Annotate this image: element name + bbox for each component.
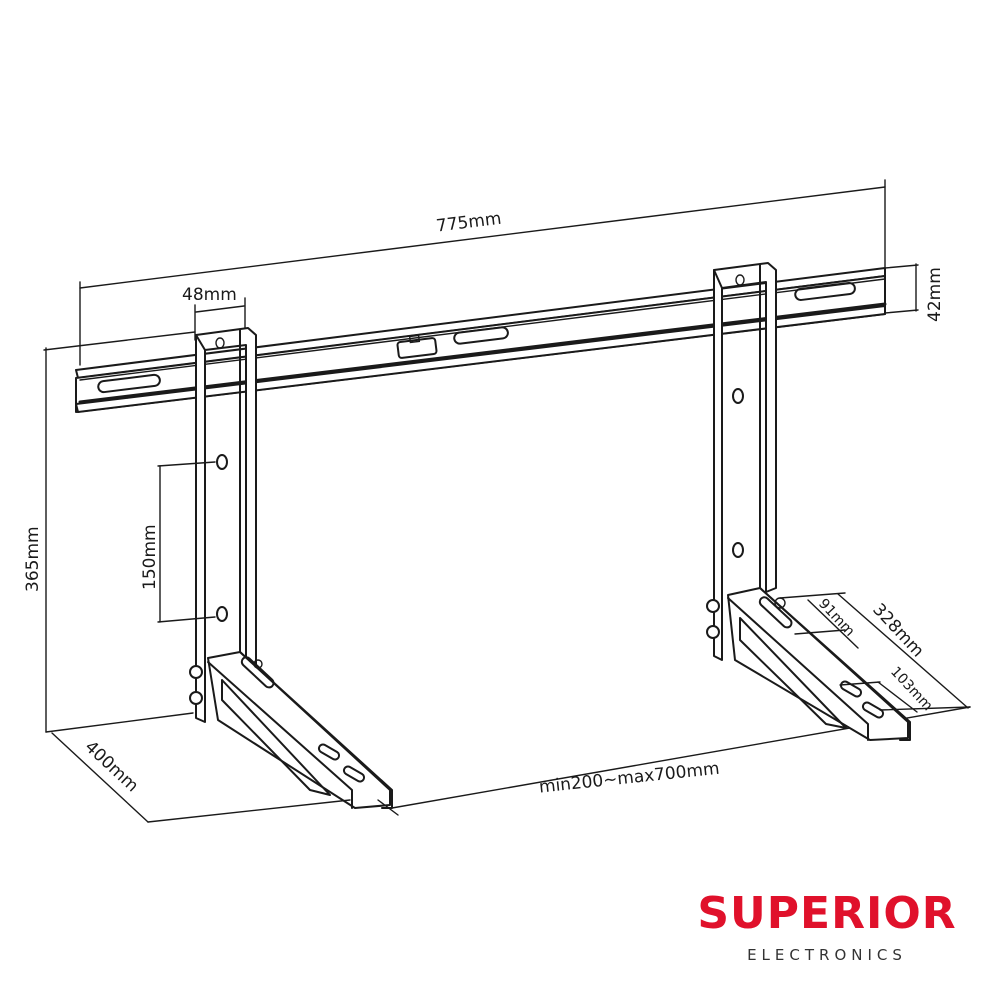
dimension-total-height: 365mm [23, 331, 196, 733]
dim-label-91: 91mm [815, 596, 857, 640]
dim-label-spacing: min200~max700mm [538, 759, 720, 798]
brand-logo: SUPERIOR ELECTRONICS [682, 888, 972, 965]
left-bracket-shelf [189, 651, 393, 809]
dim-label-48: 48mm [182, 285, 237, 305]
brand-name: SUPERIOR [697, 888, 957, 939]
dimension-arm-width: 48mm [182, 285, 246, 341]
wall-rail [75, 267, 887, 413]
dim-label-775: 775mm [435, 209, 503, 237]
dim-label-42: 42mm [925, 267, 945, 322]
dimension-hole-spacing: 150mm [140, 461, 216, 623]
right-bracket-arm [713, 262, 777, 661]
dim-label-328: 328mm [868, 600, 927, 662]
dim-label-365: 365mm [23, 526, 43, 592]
dim-label-103: 103mm [887, 664, 936, 714]
left-bracket-arm [195, 327, 257, 723]
dimension-rail-height: 42mm [884, 263, 945, 322]
right-bracket-shelf [706, 587, 911, 741]
dim-label-150: 150mm [140, 524, 160, 590]
brand-tagline: ELECTRONICS [747, 946, 907, 964]
